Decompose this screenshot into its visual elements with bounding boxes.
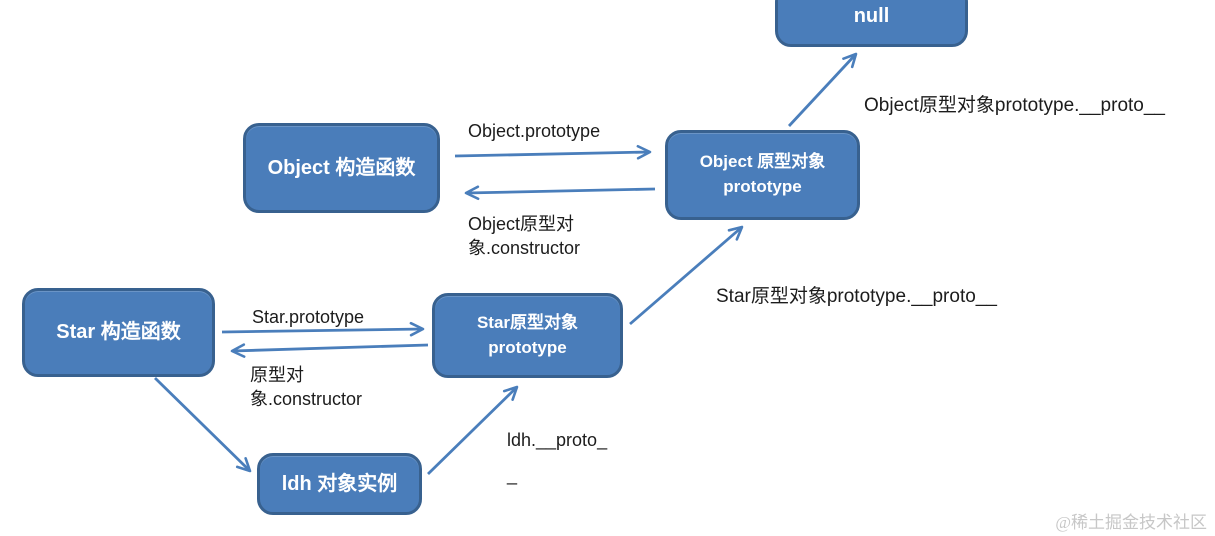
label-object-proto: Object原型对象prototype.__proto__ [864, 95, 1165, 116]
watermark: @稀土掘金技术社区 [1055, 513, 1207, 532]
label-star-constructor: 原型对 象.constructor [250, 365, 363, 410]
label-ldh-proto: ldh.__proto_ _ [507, 430, 608, 486]
arrow-star-to-ldh [154, 376, 252, 473]
arrow-object-constructor [464, 185, 656, 201]
arrow-star-prototype [221, 321, 425, 337]
arrow-object-proto-to-null [787, 52, 858, 127]
label-object-constructor: Object原型对 象.constructor [468, 214, 581, 259]
node-star-constructor: Star 构造函数 [22, 288, 215, 377]
label-star-proto: Star原型对象prototype.__proto__ [716, 286, 997, 307]
arrow-ldh-proto [427, 385, 519, 476]
node-object-prototype: Object 原型对象 prototype [665, 130, 860, 220]
node-ldh-instance: ldh 对象实例 [257, 453, 422, 515]
node-object-constructor: Object 构造函数 [243, 123, 440, 213]
arrow-object-prototype [454, 144, 652, 160]
label-star-prototype: Star.prototype [252, 307, 365, 327]
node-star-prototype: Star原型对象 prototype [432, 293, 623, 378]
node-null: null [775, 0, 968, 47]
arrow-star-constructor [230, 343, 429, 358]
label-object-prototype: Object.prototype [468, 121, 601, 141]
